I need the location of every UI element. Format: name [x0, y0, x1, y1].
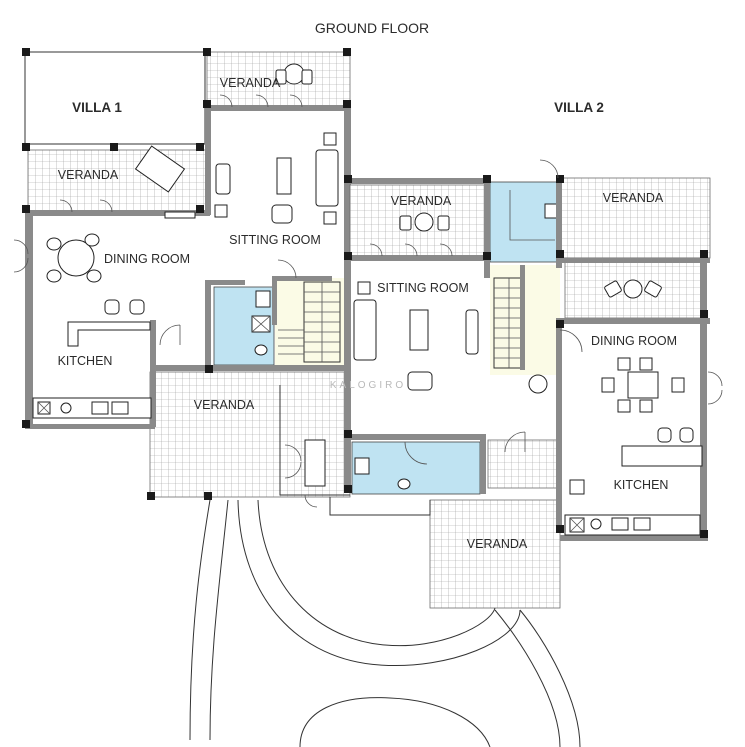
v2-posts	[344, 175, 708, 538]
villa-2	[344, 159, 723, 609]
v1-sitting-furniture	[214, 132, 339, 225]
v2-veranda-mid-label: VERANDA	[391, 194, 452, 208]
v1-kitchen-counter	[32, 397, 152, 419]
shared-entrance	[279, 385, 431, 516]
v2-kitchen-island	[621, 427, 703, 467]
driveway	[189, 499, 581, 747]
v2-bathroom	[351, 441, 481, 495]
villa-2-label: VILLA 2	[554, 100, 604, 115]
v2-veranda-right-label: VERANDA	[603, 191, 664, 205]
v2-dining-table	[601, 357, 685, 413]
v1-kitchen-label: KITCHEN	[58, 354, 113, 368]
v2-kitchen-counter	[564, 479, 701, 536]
v1-kitchen-island	[67, 299, 151, 347]
watermark: KALOGIRO	[330, 380, 406, 391]
v1-veranda-furniture	[134, 63, 313, 219]
v2-veranda-right-area	[559, 177, 711, 259]
v1-walls	[25, 105, 351, 485]
v1-veranda-left-label: VERANDA	[58, 168, 119, 182]
v1-veranda-top-label: VERANDA	[220, 76, 281, 90]
villa-1-label: VILLA 1	[72, 100, 122, 115]
v2-toilet	[397, 478, 411, 490]
v1-staircase	[278, 281, 341, 363]
v1-dining-room-label: DINING ROOM	[104, 252, 190, 266]
v2-sitting-furniture	[353, 281, 548, 394]
v1-veranda-front-label: VERANDA	[194, 398, 255, 412]
v2-sitting-room-label: SITTING ROOM	[377, 281, 469, 295]
villa-1	[13, 48, 351, 500]
v1-sink	[255, 290, 271, 308]
v2-bath-top	[489, 181, 561, 263]
floor-title: GROUND FLOOR	[315, 20, 429, 36]
v1-open-terrace	[24, 51, 206, 145]
v2-veranda-furniture	[399, 212, 662, 299]
v1-toilet	[254, 344, 268, 356]
v2-walls	[344, 178, 710, 541]
v2-veranda-front-label: VERANDA	[467, 537, 528, 551]
v1-doors	[13, 94, 303, 346]
v2-dining-room-label: DINING ROOM	[591, 334, 677, 348]
v2-entry-tiles	[487, 439, 559, 489]
v1-sitting-room-label: SITTING ROOM	[229, 233, 321, 247]
v2-sink	[354, 457, 370, 475]
v1-posts	[22, 48, 351, 500]
v1-dining-table	[46, 233, 102, 283]
v2-veranda-front-area	[429, 499, 561, 609]
v2-kitchen-label: KITCHEN	[614, 478, 669, 492]
v2-doors	[369, 159, 723, 465]
